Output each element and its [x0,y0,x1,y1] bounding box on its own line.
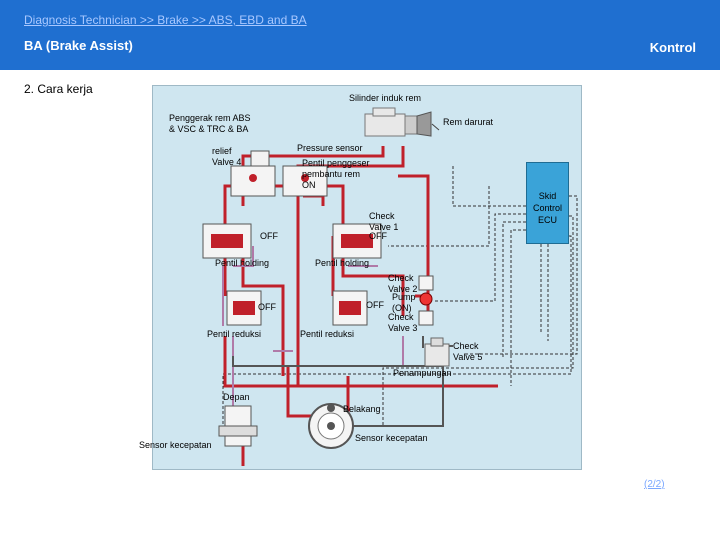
label-abs-actuator: Penggerak rem ABS & VSC & TRC & BA [169,113,251,134]
pump [419,292,433,306]
label-speed-sensor-rear: Sensor kecepatan [355,433,428,443]
label-brake-assist-shift-valve: Pentil penggeser pembantu rem ON [302,158,370,190]
brake-assist-diagram: Silinder induk rem Penggerak rem ABS & V… [139,85,582,470]
label-relief-valve-4: relief Valve 4 [212,146,242,167]
label-front: Depan [223,392,250,402]
page-subtitle: BA (Brake Assist) [24,38,133,53]
label-off-3: OFF [258,302,276,312]
label-check-valve-5: Check Valve 5 [453,341,483,362]
label-reservoir: Penampungan [393,368,452,378]
label-reduction-valve-2: Pentil reduksi [300,329,355,339]
label-holding-valve-1: Pentil holding [215,258,270,268]
check-valve-2 [418,275,434,291]
ecu-wiring [222,166,578,436]
skid-control-ecu: Skid Control ECU [526,162,569,244]
label-rear: Belakang [343,404,381,414]
kontrol-link[interactable]: Kontrol [649,40,696,55]
label-off-1: OFF [260,231,278,241]
label-master-cylinder: Silinder induk rem [349,93,422,103]
label-check-valve-3: Check Valve 3 [388,312,418,333]
label-check-valve-2: Check Valve 2 [388,273,418,294]
label-speed-sensor-front: Sensor kecepatan [139,440,212,450]
return-pipes [222,246,404,416]
check-valve-3 [418,310,434,326]
label-reduction-valve-1: Pentil reduksi [207,329,262,339]
label-check-valve-1: Check Valve 1 [369,211,399,232]
label-off-4: OFF [366,300,384,310]
reservoir [424,343,450,367]
rear-wheel-drum [308,403,354,449]
label-pressure-sensor: Pressure sensor [297,143,363,153]
section-title: 2. Cara kerja [24,82,93,96]
header-bar: Diagnosis Technician >> Brake >> ABS, EB… [0,0,720,70]
breadcrumb[interactable]: Diagnosis Technician >> Brake >> ABS, EB… [24,13,307,27]
label-off-2: OFF [369,231,387,241]
pressure-sensor [250,150,270,168]
label-pump: Pump (ON) [392,292,416,313]
hydraulic-circuit [202,107,578,466]
front-wheel [218,405,258,447]
label-holding-valve-2: Pentil holding [315,258,370,268]
page-indicator[interactable]: (2/2) [644,479,665,490]
label-emergency-brake: Rem darurat [443,117,494,127]
master-cylinder [364,107,440,137]
